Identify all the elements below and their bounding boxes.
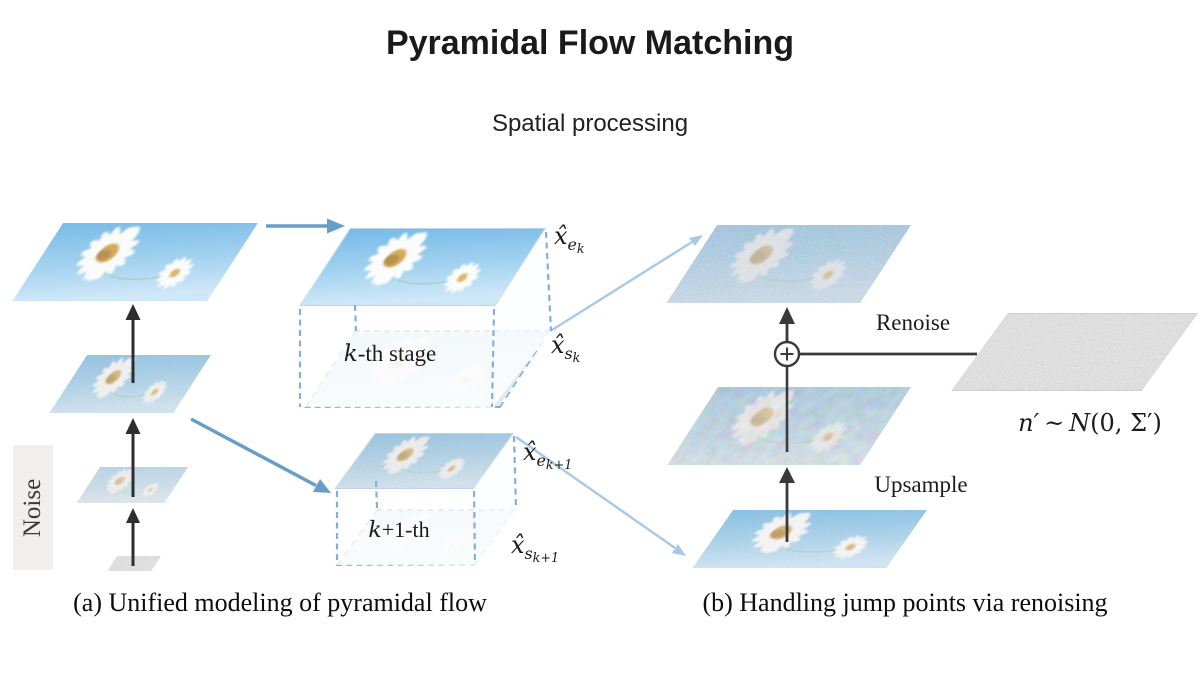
label-x-s-k1: x̂sk+1 xyxy=(511,531,559,565)
stage-transition-arrows xyxy=(190,218,345,493)
page-subtitle: Spatial processing xyxy=(491,110,689,137)
k-box-top-face-image xyxy=(299,228,546,306)
k1-box-front-face xyxy=(335,434,516,566)
caption-b: (b) Handling jump points via renoising xyxy=(702,588,1108,617)
k1-box-top-face-image xyxy=(334,433,514,489)
jump-point-connector-arrows xyxy=(515,235,703,556)
k-box-front-face xyxy=(298,230,551,408)
pyramid-up-arrows xyxy=(125,304,141,566)
upsampled-image xyxy=(667,387,911,465)
pyramid-image-clean xyxy=(12,223,258,301)
stage-end-image xyxy=(692,510,927,568)
renoised-image xyxy=(666,225,911,303)
page-title: Pyramidal Flow Matching xyxy=(385,24,795,62)
renoise-upsample-arrows xyxy=(779,307,977,542)
noise-distribution-formula: n′~N(0, Σ′) xyxy=(1018,409,1162,437)
k-stage-label: k-th stage xyxy=(343,341,437,367)
box-dashed-edges xyxy=(298,231,553,565)
k1-stage-label: k+1-th xyxy=(368,517,430,543)
label-x-s-k: x̂sk xyxy=(551,331,581,365)
upsample-label: Upsample xyxy=(874,472,968,497)
pyramid-image-mid-noise xyxy=(49,355,211,413)
caption-a: (a) Unified modeling of pyramidal flow xyxy=(73,588,487,617)
label-x-e-k: x̂ek xyxy=(554,222,585,256)
gaussian-noise-image xyxy=(951,313,1198,391)
renoise-label: Renoise xyxy=(875,310,951,335)
noise-axis-label-box: Noise xyxy=(13,445,53,570)
label-x-e-k1: x̂ek+1 xyxy=(523,438,573,472)
plus-circle-icon xyxy=(773,340,801,368)
